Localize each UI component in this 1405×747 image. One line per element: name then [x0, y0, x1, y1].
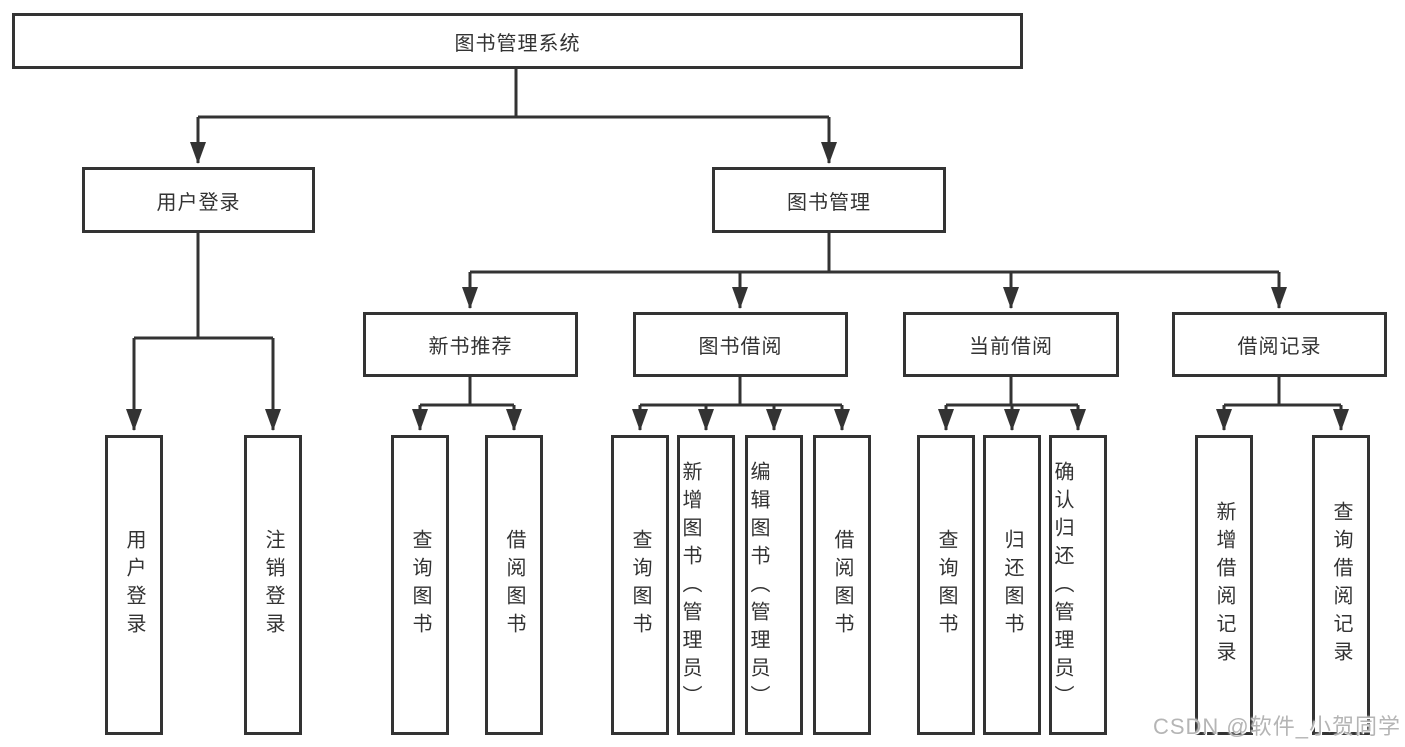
node-label: 当前借阅: [969, 336, 1053, 358]
node-label: 图书借阅: [698, 336, 783, 358]
node-add-book-admin: 新增图书（管理员）: [677, 435, 735, 735]
node-label: 新增图书（管理员）: [679, 460, 701, 713]
node-label: 编辑图书（管理员）: [747, 460, 769, 713]
csdn-watermark: CSDN @软件_小贺同学: [1152, 714, 1401, 739]
node-label: 新增借阅记录: [1213, 501, 1235, 669]
node-add-borrow-record: 新增借阅记录: [1195, 435, 1253, 735]
node-book-borrowing: 图书借阅: [633, 312, 848, 377]
node-query-borrow-record: 查询借阅记录: [1312, 435, 1370, 735]
node-label: 查询图书: [409, 529, 431, 641]
node-borrowing-records: 借阅记录: [1172, 312, 1387, 377]
node-label: 查询借阅记录: [1330, 501, 1352, 669]
node-label: 查询图书: [629, 529, 651, 641]
node-new-book-recommendation: 新书推荐: [363, 312, 578, 377]
node-label: 图书管理系统: [454, 32, 581, 55]
node-borrow-books-recommendation: 借阅图书: [485, 435, 543, 735]
node-label: 借阅记录: [1237, 336, 1322, 358]
node-confirm-return-admin: 确认归还（管理员）: [1049, 435, 1107, 735]
node-label: 用户登录: [156, 191, 241, 214]
node-label: 新书推荐: [428, 336, 513, 358]
node-label: 注销登录: [262, 529, 284, 641]
node-book-management: 图书管理: [712, 167, 946, 233]
node-label: 借阅图书: [831, 529, 853, 641]
node-library-management-system: 图书管理系统: [12, 13, 1023, 69]
node-label: 用户登录: [123, 529, 145, 641]
node-borrow-books-borrowing: 借阅图书: [813, 435, 871, 735]
node-query-books-recommendation: 查询图书: [391, 435, 449, 735]
node-label: 借阅图书: [503, 529, 525, 641]
node-edit-book-admin: 编辑图书（管理员）: [745, 435, 803, 735]
node-user-login-branch: 用户登录: [82, 167, 315, 233]
node-label: 查询图书: [935, 529, 957, 641]
node-label: 图书管理: [787, 191, 871, 214]
node-label: 确认归还（管理员）: [1051, 460, 1073, 713]
node-label: 归还图书: [1001, 529, 1023, 641]
node-return-book: 归还图书: [983, 435, 1041, 735]
node-query-books-current: 查询图书: [917, 435, 975, 735]
node-query-books-borrowing: 查询图书: [611, 435, 669, 735]
node-current-borrowing: 当前借阅: [903, 312, 1119, 377]
node-user-login-leaf: 用户登录: [105, 435, 163, 735]
node-logout: 注销登录: [244, 435, 302, 735]
